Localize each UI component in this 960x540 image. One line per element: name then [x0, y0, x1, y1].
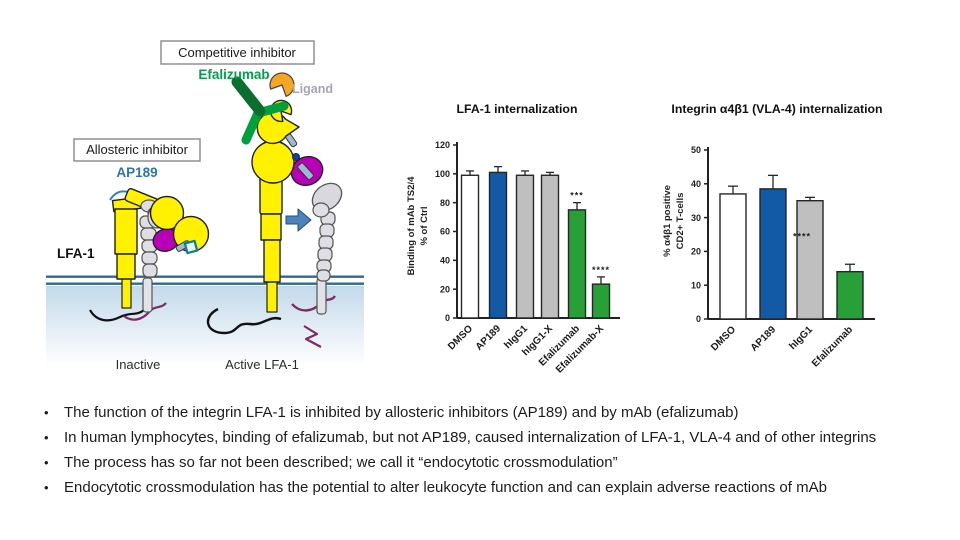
cytoplasmic-tail — [89, 309, 145, 322]
bullet-dot: • — [44, 430, 49, 445]
competitive-inhibitor-label: Competitive inhibitor — [178, 45, 296, 60]
activation-arrow-icon — [285, 208, 312, 232]
cytoplasmic-tail — [303, 325, 322, 348]
bullet-dot: • — [44, 455, 49, 470]
bar-Efalizumab — [567, 209, 587, 319]
competitive-inhibitor-box — [160, 40, 315, 65]
y-tick-label: 20 — [440, 284, 450, 294]
bullet-text: Endocytotic crossmodulation has the pote… — [64, 479, 827, 496]
y-tick-label: 100 — [435, 169, 450, 179]
bullet-item: • The process has so far not been descri… — [44, 450, 944, 475]
bar-hIgG1 — [796, 199, 824, 320]
x-tick-label: AP189 — [749, 324, 779, 354]
chart-title: LFA-1 internalization — [457, 102, 578, 116]
bar-AP189 — [488, 171, 508, 319]
y-tick-label: 60 — [440, 227, 450, 237]
bullet-text: In human lymphocytes, binding of efalizu… — [64, 429, 877, 446]
chart-title: Integrin α4β1 (VLA-4) internalization — [671, 102, 882, 116]
y-axis-label: Binding of mAb TS2/4 — [406, 176, 417, 275]
significance-stars: **** — [793, 232, 811, 242]
x-tick-label: AP189 — [474, 323, 504, 353]
head-domain — [251, 140, 295, 184]
gray-leg-segments — [316, 211, 336, 282]
cytoplasmic-tail — [206, 307, 282, 335]
y-tick-label: 40 — [440, 256, 450, 266]
bullet-text: The process has so far not been describe… — [64, 454, 618, 471]
cell-membrane — [46, 275, 364, 366]
lfa1-internalization-chart: LFA-1 internalization 0 20 40 60 80 100 120DMS… — [406, 102, 620, 376]
y-tick-label: 40 — [691, 179, 701, 189]
allosteric-inhibitor-label: Allosteric inhibitor — [86, 142, 189, 157]
antibody-icon — [231, 76, 289, 145]
y-tick-label: 80 — [440, 198, 450, 208]
allosteric-site-marker — [183, 239, 199, 255]
lfa1-mechanism-diagram: Competitive inhibitor Efalizumab Ligand … — [46, 40, 364, 372]
bar-DMSO — [460, 174, 480, 319]
y-tick-label: 30 — [691, 213, 701, 223]
bullet-item: • In human lymphocytes, binding of efali… — [44, 425, 944, 450]
active-lfa1-figure — [206, 99, 343, 348]
ligand-label: Ligand — [292, 82, 333, 96]
ligand-icon — [269, 72, 295, 98]
bar-hIgG1 — [515, 174, 535, 319]
bar-Efalizumab-X — [591, 283, 611, 319]
head-domain — [149, 195, 185, 231]
inactive-lfa1-figure — [89, 188, 210, 322]
y-axis-label: % α4β1 positive — [662, 185, 673, 257]
bar-DMSO — [719, 193, 747, 320]
bar-hIgG1-X — [540, 174, 560, 319]
y-axis-label: % of Ctrl — [419, 206, 430, 245]
y-tick-label: 50 — [691, 145, 701, 155]
x-tick-label: hIgG1 — [787, 324, 815, 352]
x-tick-label: DMSO — [446, 323, 475, 352]
bullet-item: • Endocytotic crossmodulation has the po… — [44, 475, 944, 500]
y-tick-label: 0 — [445, 313, 450, 323]
ap189-binding-site — [291, 152, 300, 161]
x-tick-label: DMSO — [709, 324, 738, 353]
efalizumab-label: Efalizumab — [198, 67, 269, 82]
active-label: Active LFA-1 — [225, 357, 299, 372]
y-tick-label: 10 — [691, 280, 701, 290]
summary-bullet-list: • The function of the integrin LFA-1 is … — [44, 400, 944, 500]
y-tick-label: 120 — [435, 140, 450, 150]
y-tick-label: 0 — [696, 314, 701, 324]
inactive-label: Inactive — [116, 357, 161, 372]
bullet-item: • The function of the integrin LFA-1 is … — [44, 400, 944, 425]
y-tick-label: 20 — [691, 247, 701, 257]
significance-stars: **** — [592, 265, 610, 275]
ap189-label: AP189 — [116, 165, 157, 180]
vla4-internalization-chart: Integrin α4β1 (VLA-4) internalization 0 1… — [662, 102, 883, 369]
significance-stars: *** — [570, 191, 584, 201]
y-axis-label: CD2+ T-cells — [675, 193, 686, 250]
bullet-dot: • — [44, 480, 49, 495]
allosteric-inhibitor-box — [73, 138, 201, 162]
bar-AP189 — [759, 188, 787, 320]
bullet-text: The function of the integrin LFA-1 is in… — [64, 404, 739, 421]
bar-Efalizumab — [836, 270, 864, 320]
x-tick-label: Efalizumab — [810, 324, 855, 369]
bullet-dot: • — [44, 405, 49, 420]
lfa1-label: LFA-1 — [57, 246, 95, 261]
